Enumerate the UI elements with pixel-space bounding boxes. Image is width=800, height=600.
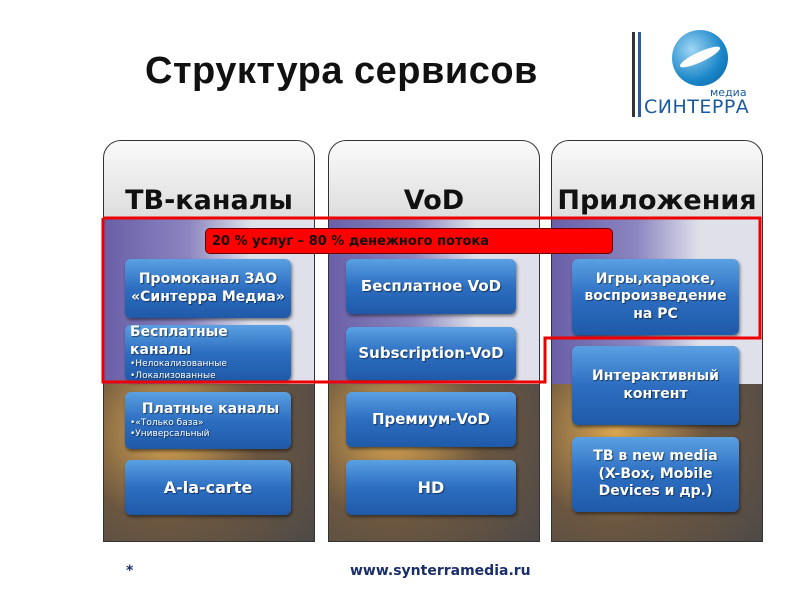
service-box: Интерактивный контент [572,346,739,425]
globe-icon [672,30,728,86]
service-box: Subscription-VoD [346,327,516,380]
service-box: HD [346,460,516,515]
column-header: ТВ-каналы [125,185,293,216]
service-box: Платные каналы•«Только база»•Универсальн… [125,392,291,449]
website-link[interactable]: www.synterramedia.ru [350,563,531,579]
service-box: Премиум-VoD [346,392,516,447]
service-box: Игры,караоке, воспроизведение на PC [572,259,739,335]
service-box: Бесплатное VoD [346,259,516,314]
column-header: Приложения [557,185,757,216]
service-box: A-la-carte [125,460,291,515]
service-box: ТВ в new media (X-Box, Mobile Devices и … [572,437,739,512]
slide-title: Структура сервисов [145,50,538,92]
service-box: Промоканал ЗАО «Синтерра Медиа» [125,259,291,318]
column-header: VoD [403,185,465,216]
synterra-logo: медиа СИНТЕРРА [632,28,757,123]
service-box: Бесплатные каналы•Нелокализованные•Локал… [125,324,291,381]
footnote-mark: * [126,563,134,579]
revenue-banner: 20 % услуг – 80 % денежного потока [205,228,613,254]
